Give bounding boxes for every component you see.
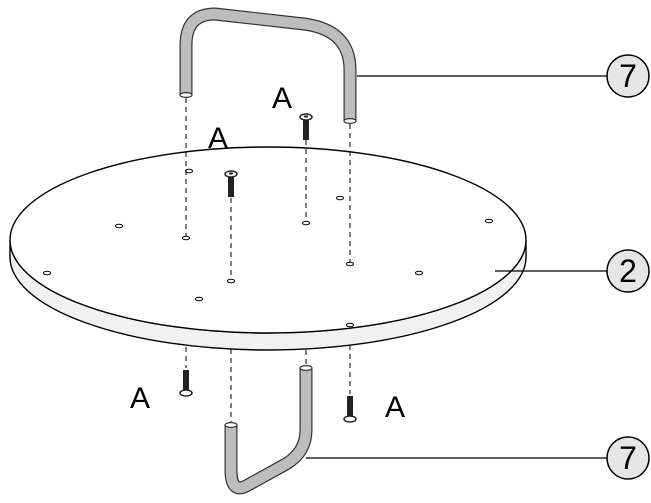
- callout-bubble: [606, 249, 650, 293]
- hole: [115, 223, 123, 229]
- callout-top-handle: 7: [606, 54, 650, 98]
- hole: [302, 220, 310, 226]
- screw-label-top-left: A: [208, 122, 228, 155]
- callout-tabletop: 2: [606, 249, 650, 293]
- tabletop-holes: [43, 168, 493, 328]
- hole: [43, 270, 51, 276]
- callout-bubble: [606, 436, 650, 480]
- screw-socket: [303, 115, 309, 118]
- callout-number: 7: [619, 58, 637, 94]
- screw-bottom-right: [343, 396, 357, 423]
- bottom-handle-rod-fill: [225, 368, 312, 494]
- tabletop: [9, 146, 527, 351]
- screw-bottom-left: [179, 370, 193, 397]
- screw-label-bottom-right: A: [385, 391, 405, 424]
- screw-shank: [347, 396, 353, 418]
- rod-end: [343, 117, 357, 124]
- callout-bubble: [606, 54, 650, 98]
- screw-head: [179, 389, 193, 397]
- hole: [415, 270, 423, 276]
- screw-top-left: [224, 170, 238, 197]
- hole: [346, 261, 354, 267]
- tabletop-surface: [9, 146, 527, 334]
- callout-bottom-handle: 7: [606, 436, 650, 480]
- hole: [182, 235, 190, 241]
- screw-label-bottom-left: A: [130, 382, 150, 415]
- hole: [336, 195, 344, 201]
- screw-label-top-right: A: [272, 82, 292, 115]
- bottom-handle: [224, 365, 313, 495]
- callout-number: 7: [619, 440, 637, 476]
- top-handle-rod-fill: [180, 8, 356, 121]
- guide-lines: [185, 98, 351, 422]
- hole: [485, 218, 493, 224]
- leader-lines: [306, 75, 608, 459]
- hole: [227, 278, 235, 284]
- screw-head: [343, 415, 357, 423]
- screw-socket: [228, 172, 234, 175]
- top-handle: [179, 7, 357, 124]
- rod-end: [299, 365, 313, 372]
- rod-end: [179, 91, 193, 98]
- hole: [185, 168, 193, 174]
- hole: [195, 296, 203, 302]
- rod-end: [224, 422, 238, 429]
- screw-top-right: [299, 113, 313, 140]
- screw-shank: [228, 175, 234, 197]
- hole: [346, 322, 354, 328]
- screw-shank: [303, 118, 309, 140]
- callout-number: 2: [619, 253, 637, 289]
- screw-shank: [183, 370, 189, 392]
